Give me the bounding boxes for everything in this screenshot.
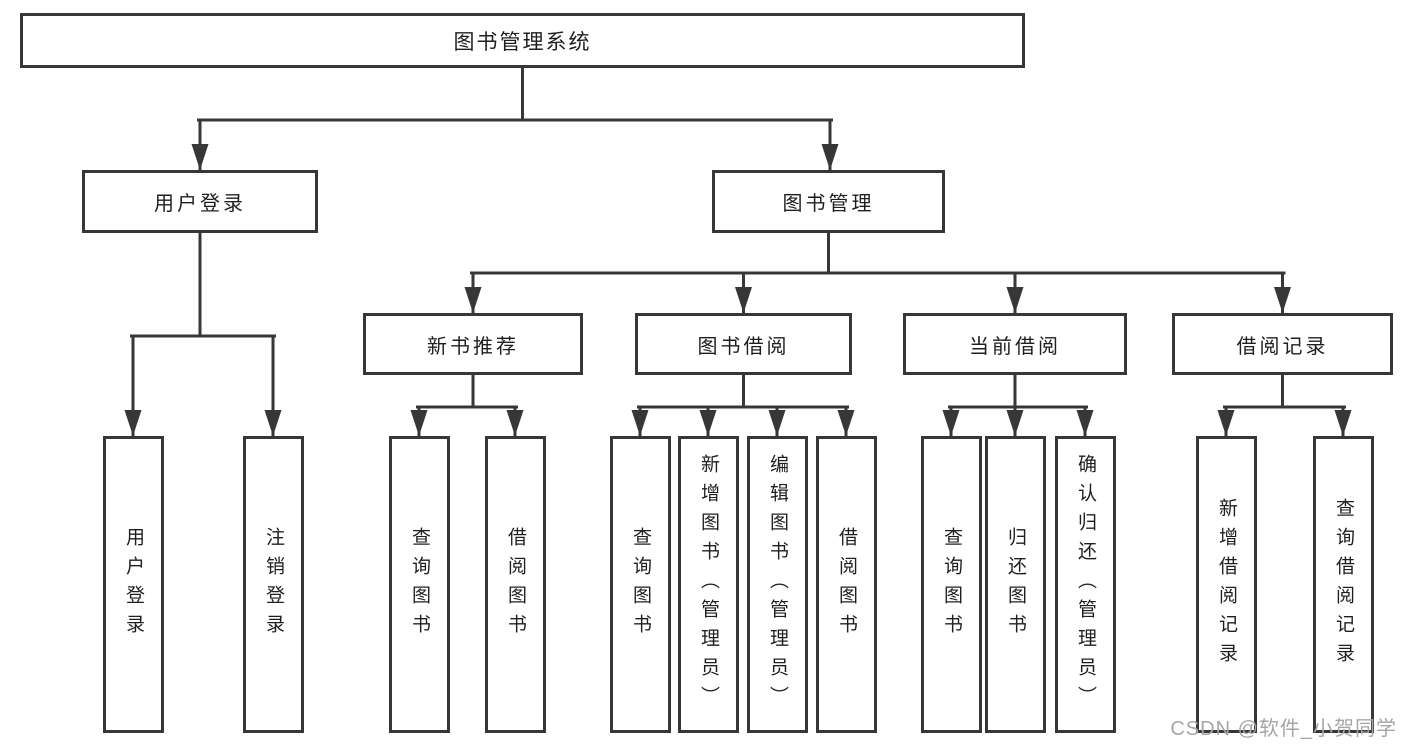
node-current-borrow: 当前借阅 (903, 313, 1127, 375)
leaf-borrow-books: 借阅图书 (816, 436, 877, 733)
leaf-label: 查询图书 (409, 526, 430, 643)
leaf-label: 归还图书 (1005, 526, 1026, 643)
leaf-query-borrow-record: 查询借阅记录 (1313, 436, 1374, 733)
leaf-add-borrow-record: 新增借阅记录 (1196, 436, 1257, 733)
node-borrow-records: 借阅记录 (1172, 313, 1393, 375)
node-label: 借阅记录 (1236, 335, 1329, 358)
leaf-borrow-books-recommend: 借阅图书 (485, 436, 546, 733)
leaf-edit-books-admin: 编辑图书（管理员） (747, 436, 808, 733)
node-label: 图书借阅 (697, 335, 790, 358)
node-label: 图书管理系统 (453, 30, 592, 54)
node-label: 新书推荐 (427, 335, 519, 358)
node-library-management-system: 图书管理系统 (20, 13, 1025, 68)
node-book-management: 图书管理 (712, 170, 945, 233)
leaf-add-books-admin: 新增图书（管理员） (678, 436, 739, 733)
leaf-query-books-recommend: 查询图书 (389, 436, 450, 733)
node-book-borrow: 图书借阅 (635, 313, 852, 375)
leaf-user-login: 用户登录 (103, 436, 164, 733)
leaf-label: 确认归还（管理员） (1075, 454, 1096, 715)
leaf-logout: 注销登录 (243, 436, 304, 733)
leaf-query-books-borrow: 查询图书 (610, 436, 671, 733)
leaf-label: 新增借阅记录 (1216, 497, 1237, 672)
leaf-label: 借阅图书 (505, 526, 526, 643)
leaf-return-books: 归还图书 (985, 436, 1046, 733)
node-new-book-recommend: 新书推荐 (363, 313, 583, 375)
node-label: 当前借阅 (969, 335, 1061, 358)
leaf-query-books-current: 查询图书 (921, 436, 982, 733)
leaf-label: 查询借阅记录 (1333, 497, 1354, 672)
leaf-label: 借阅图书 (836, 526, 857, 643)
node-user-login: 用户登录 (82, 170, 318, 233)
leaf-label: 编辑图书（管理员） (767, 454, 788, 715)
leaf-label: 注销登录 (263, 526, 284, 643)
watermark: CSDN @软件_小贺同学 (1170, 718, 1397, 740)
leaf-label: 查询图书 (941, 526, 962, 643)
node-label: 用户登录 (154, 193, 246, 215)
leaf-label: 新增图书（管理员） (698, 454, 719, 715)
node-label: 图书管理 (782, 193, 875, 215)
leaf-confirm-return-admin: 确认归还（管理员） (1055, 436, 1116, 733)
leaf-label: 查询图书 (630, 526, 651, 643)
leaf-label: 用户登录 (123, 526, 144, 643)
